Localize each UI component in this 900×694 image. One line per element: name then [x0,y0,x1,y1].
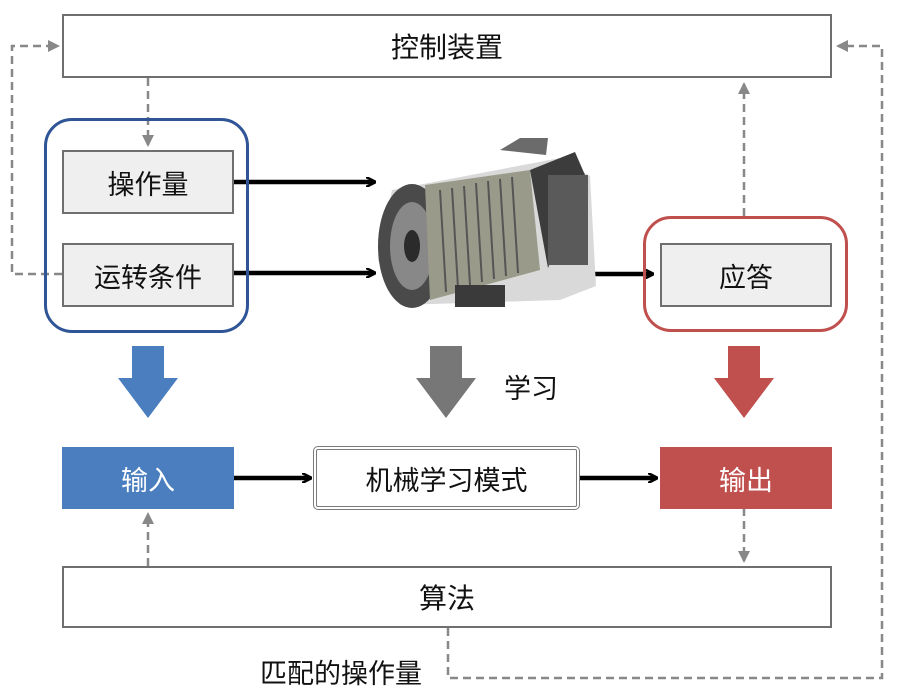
learning-label: 学习 [504,374,558,405]
response-group-outline [643,216,848,332]
ml-model-box: 机械学习模式 [313,446,580,510]
operating-conditions-box: 运转条件 [62,243,234,307]
input-label: 输入 [121,465,175,497]
matched-operation-amount-label: 匹配的操作量 [256,652,426,691]
response-label: 应答 [719,262,773,294]
output-box: 输出 [660,447,832,509]
control-device-label: 控制装置 [390,31,503,64]
input-group-outline [44,118,249,333]
dashed-arrow-conditions-to-control [10,40,62,276]
operating-conditions-label: 运转条件 [94,262,202,294]
control-device-box: 控制装置 [62,14,832,78]
algorithm-box: 算法 [62,566,832,628]
ml-model-label: 机械学习模式 [365,465,528,497]
input-box: 输入 [62,447,234,509]
output-label: 输出 [719,465,773,497]
algorithm-label: 算法 [418,582,475,615]
gas-turbine-icon [378,138,596,308]
dashed-arrow-matched-to-control [446,40,884,680]
block-arrow-gray [416,346,476,418]
response-box: 应答 [660,243,832,307]
block-arrow-blue [118,346,178,418]
block-arrow-red [714,346,774,418]
operation-amount-box: 操作量 [62,150,234,214]
operation-amount-label: 操作量 [107,169,189,201]
